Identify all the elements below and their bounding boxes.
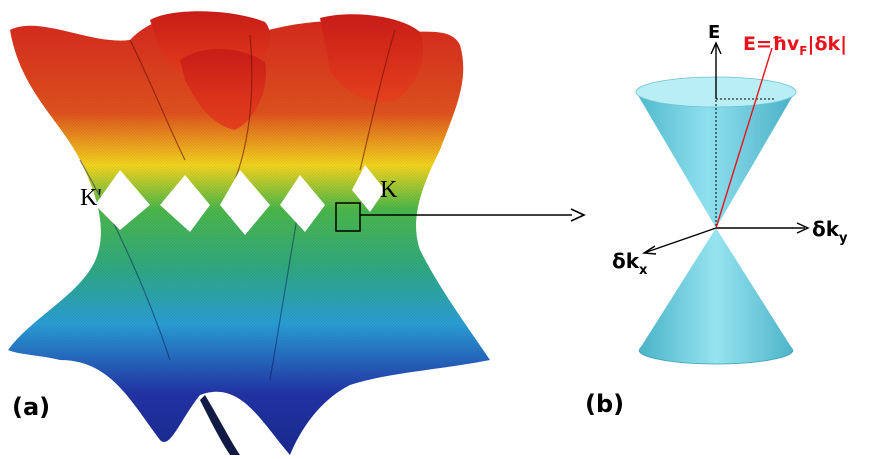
band-structure-surface — [8, 11, 490, 456]
dispersion-label: E=ħvF|δk| — [743, 33, 847, 58]
zoom-arrow — [360, 208, 586, 222]
ky-sub: y — [839, 231, 848, 246]
dispersion-prefix: E=ħv — [743, 33, 800, 55]
kx-sub: x — [639, 263, 648, 278]
panel-a-label: (a) — [12, 393, 50, 421]
dispersion-line — [715, 47, 773, 229]
zoom-box — [335, 202, 361, 232]
ky-base: δk — [812, 217, 840, 241]
e-axis-label: E — [708, 22, 720, 43]
kx-base: δk — [612, 249, 640, 273]
panel-b-label: (b) — [585, 390, 624, 418]
ky-axis-label: δky — [812, 217, 848, 246]
dispersion-sub: F — [799, 44, 807, 58]
k-prime-label: K' — [80, 185, 102, 211]
ky-axis — [716, 222, 810, 234]
e-axis — [710, 41, 722, 99]
kx-axis-label: δkx — [612, 249, 648, 278]
kx-axis — [641, 227, 717, 255]
dispersion-suffix: |δk| — [808, 33, 848, 55]
k-label: K — [380, 177, 398, 203]
